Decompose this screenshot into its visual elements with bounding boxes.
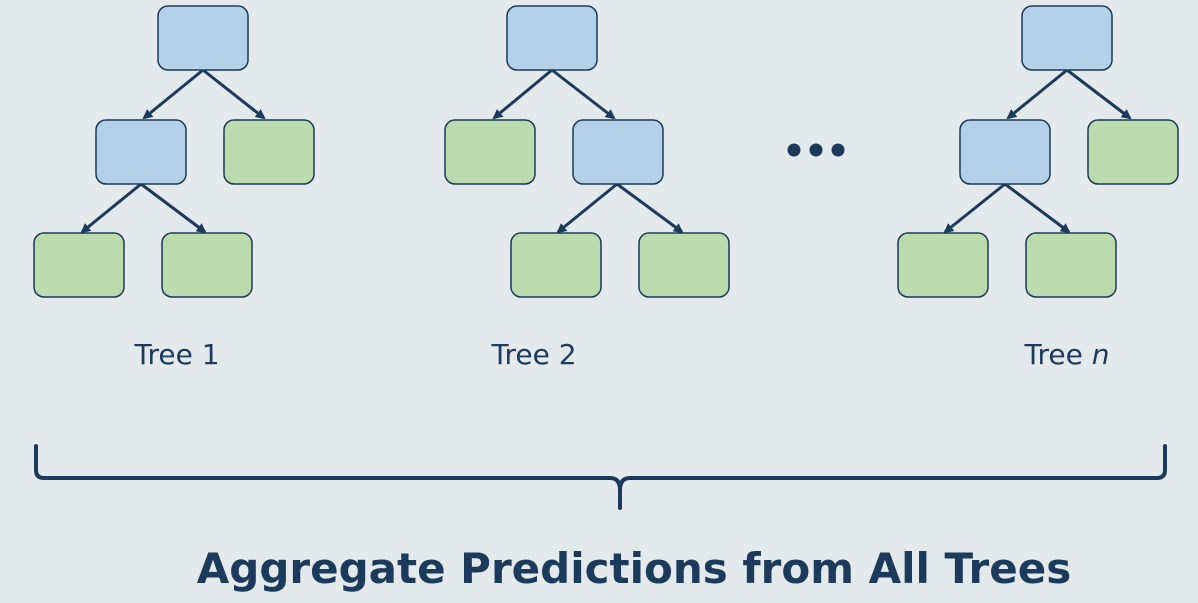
tree-1-edge-root-right xyxy=(202,68,266,120)
tree-2-split-node xyxy=(572,119,664,185)
tree-n-edge-mid-right xyxy=(1004,182,1071,234)
tree-1-edge-mid-left xyxy=(80,182,142,234)
ellipsis-dot xyxy=(787,143,801,157)
tree-1-leaf-node xyxy=(223,119,315,185)
tree-1-edge-mid-right xyxy=(140,182,207,234)
tree-2-leaf-node xyxy=(638,232,730,298)
tree-n-split-node xyxy=(959,119,1051,185)
tree-2-edge-root-left xyxy=(492,68,553,120)
tree-1-edge-root-left xyxy=(142,68,204,120)
tree-n: Tree n xyxy=(897,5,1179,371)
tree-1-label: Tree 1 xyxy=(133,338,219,371)
tree-1: Tree 1 xyxy=(33,5,315,371)
ellipsis-dot xyxy=(809,143,823,157)
ellipsis: ••• xyxy=(787,143,845,157)
tree-n-root-node xyxy=(1021,5,1113,71)
tree-n-leaf-node xyxy=(897,232,989,298)
tree-1-leaf-node xyxy=(161,232,253,298)
tree-n-edge-root-right xyxy=(1066,68,1132,120)
tree-1-split-node xyxy=(95,119,187,185)
tree-2-label: Tree 2 xyxy=(490,338,576,371)
tree-1-leaf-node xyxy=(33,232,125,298)
tree-n-leaf-node xyxy=(1025,232,1117,298)
tree-2-edge-mid-left xyxy=(556,182,618,234)
tree-n-edge-root-left xyxy=(1006,68,1068,120)
tree-n-label: Tree n xyxy=(1024,338,1110,371)
tree-2-leaf-node xyxy=(510,232,602,298)
tree-2-leaf-node xyxy=(444,119,536,185)
tree-2-root-node xyxy=(506,5,598,71)
aggregation-brace xyxy=(34,444,1167,510)
tree-2-edge-mid-right xyxy=(616,182,684,234)
tree-1-root-node xyxy=(157,5,249,71)
caption: Aggregate Predictions from All Trees xyxy=(197,544,1071,593)
tree-2: Tree 2 xyxy=(444,5,730,371)
ellipsis-dot xyxy=(831,143,845,157)
tree-n-leaf-node xyxy=(1087,119,1179,185)
tree-n-edge-mid-left xyxy=(943,182,1006,234)
tree-2-edge-root-right xyxy=(551,68,616,120)
